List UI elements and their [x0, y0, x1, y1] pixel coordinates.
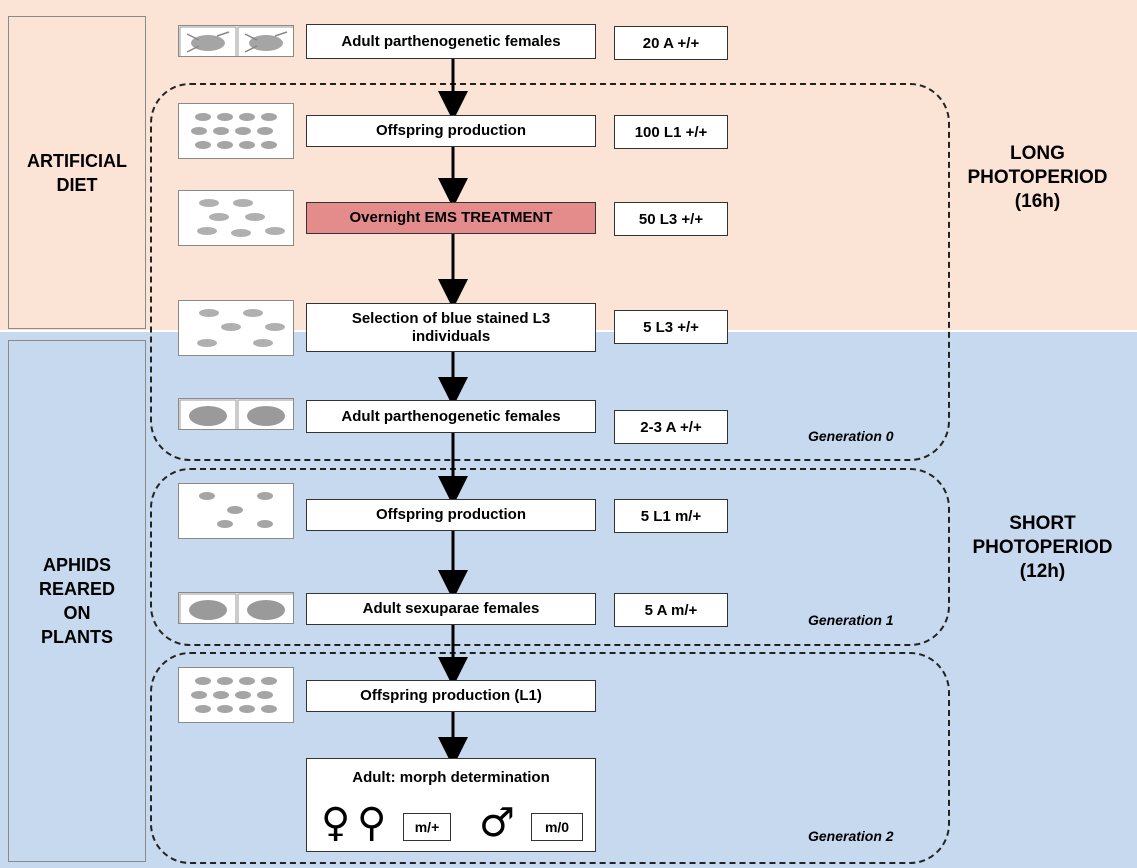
- offspring-aphids-image: [178, 103, 294, 159]
- artificial-diet-box: ARTIFICIAL DIET: [8, 16, 146, 329]
- generation-2-group: [150, 652, 950, 864]
- count-5l1: 5 L1 m/+: [614, 499, 728, 533]
- sexuparae-image: [178, 592, 294, 624]
- female-symbol-icon: ♀: [321, 800, 351, 846]
- adult-aphids-image-2: [178, 398, 294, 430]
- aphid-icon: [179, 593, 293, 623]
- generation-1-group: [150, 468, 950, 646]
- generation-1-label: Generation 1: [808, 612, 894, 628]
- aphid-cluster-icon: [199, 492, 273, 528]
- aphids-on-plants-label: APHIDS REARED ON PLANTS: [38, 555, 115, 647]
- aphid-icon: [179, 26, 293, 56]
- selected-l3-image: [178, 300, 294, 356]
- l3-aphids-image: [178, 190, 294, 246]
- aphid-cluster-icon: [191, 677, 277, 713]
- aphid-cluster-icon: [197, 199, 285, 237]
- female-symbol-icon-2: ⚲: [357, 800, 387, 846]
- plants-box: APHIDS REARED ON PLANTS: [8, 340, 146, 862]
- offspring-l1-image: [178, 667, 294, 723]
- morph-determination-box: Adult: morph determination ♀ ⚲ m/+ ♂ m/0: [306, 758, 596, 852]
- offspring-few-image: [178, 483, 294, 539]
- step-adult-females: Adult parthenogenetic females: [306, 24, 596, 59]
- long-photoperiod-label: LONG PHOTOPERIOD (16h): [967, 143, 1108, 212]
- step-adult-females-2: Adult parthenogenetic females: [306, 400, 596, 433]
- count-5l3: 5 L3 +/+: [614, 310, 728, 344]
- step-offspring-production: Offspring production: [306, 115, 596, 147]
- short-photoperiod-label: SHORT PHOTOPERIOD (12h): [972, 513, 1113, 582]
- generation-0-label: Generation 0: [808, 428, 894, 444]
- male-genotype-box: m/0: [531, 813, 583, 841]
- step-offspring-l1: Offspring production (L1): [306, 680, 596, 712]
- aphid-cluster-icon: [191, 113, 277, 149]
- count-50l3: 50 L3 +/+: [614, 202, 728, 236]
- count-100l1: 100 L1 +/+: [614, 115, 728, 149]
- morph-determination-title: Adult: morph determination: [352, 769, 550, 786]
- generation-0-group: [150, 83, 950, 461]
- step-sexuparae-females: Adult sexuparae females: [306, 593, 596, 625]
- step-offspring-production-2: Offspring production: [306, 499, 596, 531]
- generation-2-label: Generation 2: [808, 828, 894, 844]
- male-symbol-icon: ♂: [479, 800, 515, 846]
- female-genotype-box: m/+: [403, 813, 451, 841]
- step-selection-blue-stained: Selection of blue stained L3 individuals: [306, 303, 596, 352]
- step-ems-treatment: Overnight EMS TREATMENT: [306, 202, 596, 234]
- aphid-icon: [179, 399, 293, 429]
- aphid-cluster-icon: [197, 309, 285, 347]
- artificial-diet-label: ARTIFICIAL DIET: [27, 150, 127, 195]
- count-20a: 20 A +/+: [614, 26, 728, 60]
- count-5a: 5 A m/+: [614, 593, 728, 627]
- adult-aphids-image: [178, 25, 294, 57]
- count-2-3a: 2-3 A +/+: [614, 410, 728, 444]
